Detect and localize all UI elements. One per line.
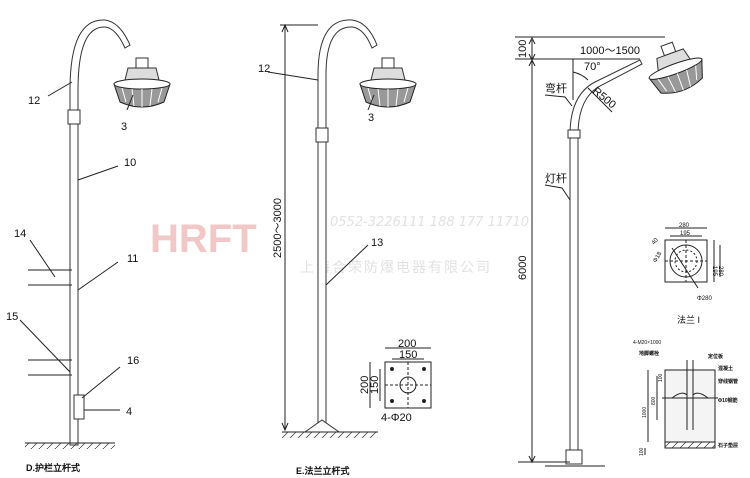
lamp-head (639, 34, 711, 101)
callout-11: 11 (127, 253, 138, 265)
lamp-head (113, 57, 171, 108)
rebar-label: Φ10钢筋 (718, 397, 738, 404)
callout-13: 13 (371, 237, 383, 249)
flange-height-outer: 200 (359, 376, 371, 394)
pole (317, 19, 378, 426)
positioning-plate-label: 定位板 (707, 353, 724, 360)
flange-height-inner: 150 (369, 376, 381, 394)
ground-hatch (25, 443, 115, 449)
pole-label: 灯杆 (545, 171, 567, 185)
conduit-label: 穿线钢管 (718, 378, 738, 385)
callout-14: 14 (14, 228, 26, 240)
flange-width-inner: 150 (399, 349, 417, 361)
callout-10: 10 (124, 157, 136, 169)
top-dimension: 100 (517, 40, 529, 58)
flange-small-a: 40 (651, 237, 660, 246)
flange-holes: 4-Φ20 (381, 412, 412, 424)
flange-width-outer: 200 (398, 338, 416, 350)
callout-3: 3 (368, 112, 374, 124)
callout-leaders (19, 81, 134, 411)
watermark: HRFT 0552-3226111 188 177 11710 上海合荣防爆电器… (150, 215, 529, 276)
pole-base (565, 449, 583, 465)
figure-d-guardrail-pole: 12 3 10 14 11 15 16 4 D.护栏立杆式 (6, 19, 171, 473)
flange-outer-v: 280 (717, 266, 723, 277)
flange-caption: 法兰 I (677, 314, 700, 325)
callout-3: 3 (121, 121, 127, 133)
bent-arm-label: 弯杆 (545, 81, 567, 95)
clamp (73, 394, 85, 420)
dim-total: 1000 (642, 407, 648, 418)
watermark-company: 上海合荣防爆电器有限公司 (300, 260, 492, 276)
watermark-phones: 0552-3226111 188 177 11710 (330, 215, 529, 230)
watermark-logo: HRFT (150, 217, 257, 261)
gravel-label: 石子垫层 (717, 442, 738, 449)
flange-diameter: Φ280 (697, 296, 712, 302)
figure-e-caption: E.法兰立杆式 (296, 465, 350, 476)
height-dimension: 2500～3000 (272, 198, 284, 258)
bend-radius: R500 (590, 85, 618, 111)
ground-hatch (282, 432, 378, 438)
callout-15: 15 (6, 311, 18, 323)
callout-leaders (267, 71, 375, 286)
dim-bottom: 100 (639, 447, 645, 456)
callout-4: 4 (126, 406, 132, 418)
pole-joint (315, 127, 329, 143)
callout-16: 16 (127, 355, 139, 367)
bolt-spec: 4-M20×1000 (633, 340, 661, 346)
callout-12: 12 (28, 95, 40, 107)
dim-bolt: 800 (651, 396, 657, 405)
flange-small-b: Φ18 (653, 251, 664, 264)
flange-i-detail: 280 195 195 280 40 Φ18 Φ280 法兰 I (651, 223, 723, 325)
flange-inner-v: 195 (711, 266, 717, 277)
pole-leader (544, 184, 571, 201)
lamp-head (359, 57, 417, 108)
figure-f-street-pole: 100 6000 1000～1500 70° R500 弯杆 灯杆 280 19… (515, 34, 738, 467)
foundation-detail: 1000 800 100 100 4-M20×1000 地脚螺栓 定位板 混凝土… (633, 340, 738, 456)
flange-outer: 280 (679, 223, 690, 229)
bent-arm-leader (544, 94, 573, 107)
arm-angle: 70° (584, 61, 601, 73)
dimension-lines (515, 36, 665, 464)
figure-d-caption: D.护栏立杆式 (26, 462, 80, 473)
anchor-bolt-label: 地脚螺栓 (639, 350, 659, 357)
base-flange (303, 419, 341, 433)
guardrail (28, 269, 72, 376)
figure-e-flange-pole: 2500～3000 12 3 13 200 150 200 150 4-Φ20 … (258, 19, 432, 476)
radius-leader (587, 87, 613, 113)
height-dimension: 6000 (517, 256, 529, 280)
callout-12: 12 (258, 63, 270, 75)
flange-detail: 200 150 200 150 4-Φ20 (359, 338, 432, 424)
arm-length-dimension: 1000～1500 (580, 45, 640, 57)
flange-inner: 195 (680, 231, 691, 237)
pole (569, 59, 643, 456)
pole-joint (67, 109, 81, 125)
height-dimension-line (280, 23, 318, 432)
dim-top: 100 (658, 373, 664, 382)
pole-joint (567, 129, 581, 139)
angle-arc (572, 71, 589, 81)
concrete-label: 混凝土 (718, 365, 733, 372)
